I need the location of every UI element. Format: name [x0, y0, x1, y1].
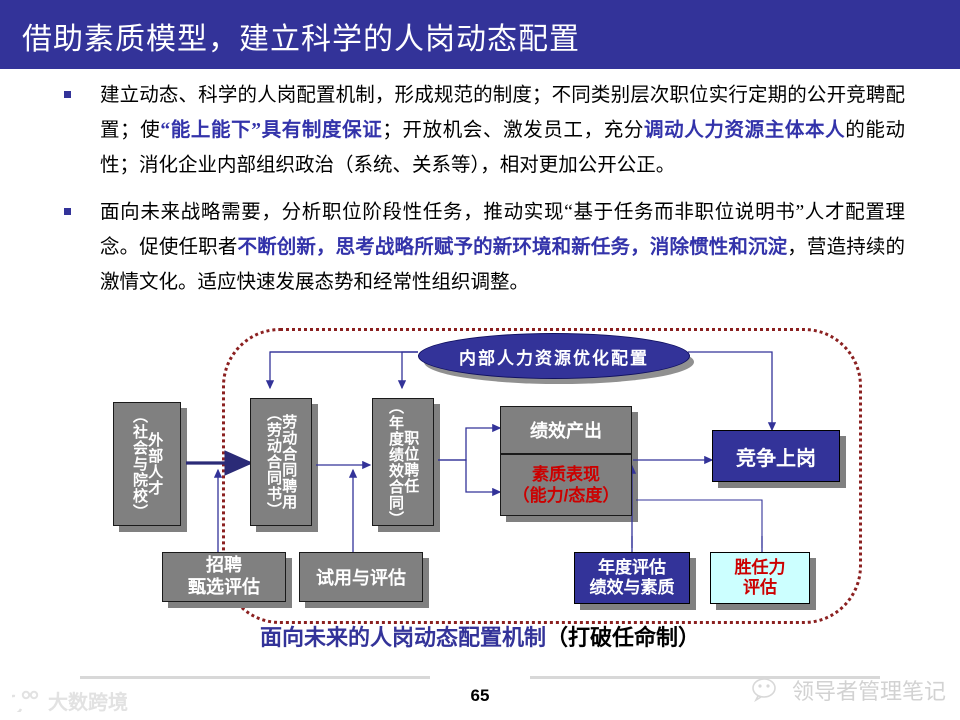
node-label-line2: 评估	[743, 578, 777, 597]
dashujingjing-logo-icon	[12, 690, 39, 712]
node-position-appointment: 职位聘任 （年度绩效合同）	[372, 398, 434, 527]
node-labor-contract: 劳动合同聘用 （劳动合同书）	[250, 398, 312, 526]
hr-allocation-diagram: 内部人力资源优化配置 外部人才 （社会与院校） 劳动合同聘用 （劳动合同书） 职…	[0, 300, 960, 670]
node-label: 内部人力资源优化配置	[459, 348, 649, 368]
page-number: 65	[470, 686, 490, 705]
bullet-item: 面向未来战略需要，分析职位阶段性任务，推动实现“基于任务而非职位说明书”人才配置…	[0, 195, 960, 300]
diagram-caption: 面向未来的人岗动态配置机制（打破任命制）	[0, 620, 960, 652]
node-annual-review: 年度评估 绩效与素质	[574, 552, 690, 604]
watermark-right-text: 领导者管理笔记	[791, 679, 946, 704]
node-internal-hr-optimization: 内部人力资源优化配置	[418, 333, 690, 379]
node-compete-for-post: 竞争上岗	[712, 430, 840, 482]
slide-title-bar: 借助素质模型，建立科学的人岗动态配置	[0, 0, 960, 72]
watermark-right: 领导者管理笔记	[751, 674, 946, 706]
bullet-segment: 的能动性；消化企业内部组织政治（系统、关系等），相对更加公开公正。	[100, 120, 905, 176]
node-label: 职位聘任 （年度绩效合同）	[387, 399, 420, 527]
node-label: 外部人才 （社会与院校）	[131, 408, 164, 520]
connector-wires	[186, 351, 777, 552]
bullet-segment: 面向未来战略需要，分析职位阶段性任务，推动实现“基于任务而非职位说明书”人才配置…	[100, 202, 905, 258]
node-trial-evaluation: 试用与评估	[299, 552, 423, 602]
dashed-boundary	[222, 328, 862, 624]
bullet-text: 建立动态、科学的人岗配置机制，形成规范的制度；不同类别层次职位实行定期的公开竞聘…	[100, 78, 905, 183]
node-label-line2: （能力/态度）	[512, 486, 620, 505]
node-label-line1: 素质表现	[532, 464, 600, 484]
node-label: 劳动合同聘用 （劳动合同书）	[265, 406, 298, 518]
node-label-line2: 绩效与素质	[589, 578, 675, 597]
node-label: 绩效产出	[530, 421, 602, 441]
watermark-left-text: 大数跨境	[48, 692, 128, 714]
node-competency-assessment: 胜任力 评估	[710, 552, 810, 604]
node-performance-output: 绩效产出	[500, 406, 632, 454]
node-label-line1: 胜任力	[734, 557, 786, 577]
node-recruit-select: 招聘 甄选评估	[162, 552, 286, 602]
bullet-item: 建立动态、科学的人岗配置机制，形成规范的制度；不同类别层次职位实行定期的公开竞聘…	[0, 78, 960, 183]
bullet-segment-highlight: 调动人力资源主体本人	[643, 120, 846, 141]
bullet-segment: 建立动态、科学的人岗配置机制，形成规范的制度；不同类别层次职位实行定期的公开竞聘…	[100, 85, 905, 141]
bullet-segment: ；开放机会、激发员工，充分	[382, 120, 644, 141]
node-label-line1: 年度评估	[598, 557, 666, 577]
bullet-segment-highlight: 不断创新，思考战略所赋予的新环境和新任务，消除惯性和沉淀	[237, 237, 788, 258]
bullet-list: 建立动态、科学的人岗配置机制，形成规范的制度；不同类别层次职位实行定期的公开竞聘…	[0, 78, 960, 312]
title-underline	[0, 69, 960, 72]
watermark-left: 大数跨境	[12, 686, 128, 715]
diagram-caption-main: 面向未来的人岗动态配置机制	[259, 625, 546, 650]
page-title: 借助素质模型，建立科学的人岗动态配置	[22, 23, 580, 56]
diagram-caption-sub: （打破任命制）	[546, 625, 701, 650]
node-external-talent: 外部人才 （社会与院校）	[113, 402, 181, 526]
footer-rule-right	[530, 676, 880, 679]
bullet-segment-highlight: “能上能下”具有制度保证	[160, 120, 383, 141]
bullet-text: 面向未来战略需要，分析职位阶段性任务，推动实现“基于任务而非职位说明书”人才配置…	[100, 195, 905, 300]
node-competency-display: 素质表现 （能力/态度）	[500, 454, 632, 516]
node-label-line1: 招聘	[206, 555, 242, 576]
node-label: 竞争上岗	[736, 447, 816, 470]
node-label: 试用与评估	[316, 568, 406, 588]
wechat-icon	[752, 678, 776, 703]
bullet-marker-icon	[64, 208, 71, 215]
footer-rule-left	[80, 676, 430, 679]
bullet-segment: ，营造持续的激情文化。适应快速发展态势和经常性组织调整。	[100, 237, 905, 293]
node-label-line2: 甄选评估	[188, 577, 260, 597]
bullet-marker-icon	[64, 91, 71, 98]
